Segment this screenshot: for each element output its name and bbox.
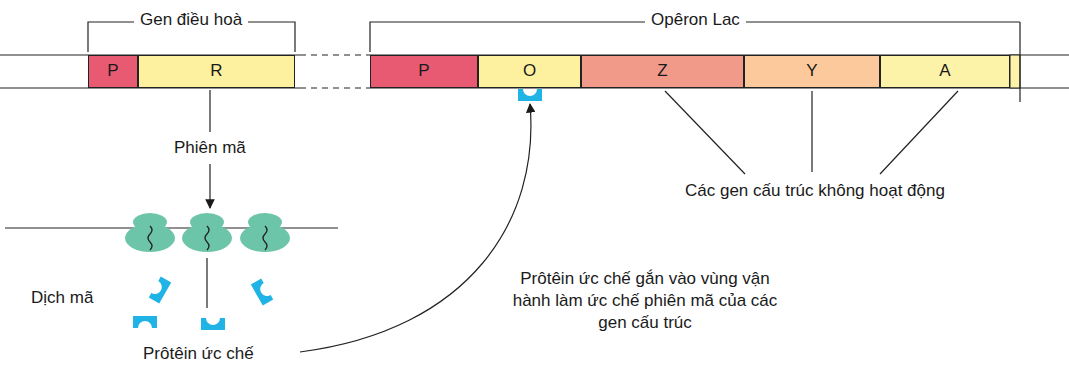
binding-arrow xyxy=(300,104,531,352)
promoter-box: P xyxy=(88,55,138,88)
gene-region-label: A xyxy=(939,61,950,81)
leader-line xyxy=(880,91,958,174)
process-label: Dịch mã xyxy=(31,287,93,309)
ribosome-small xyxy=(248,213,282,231)
ribosome xyxy=(240,213,290,252)
promoter-box: P xyxy=(370,55,478,88)
polypeptide xyxy=(148,226,152,250)
bound-repressor xyxy=(518,89,542,101)
polypeptide xyxy=(205,226,209,250)
ribosome xyxy=(182,213,232,252)
transcription-arrow xyxy=(209,164,210,208)
ribosome-small xyxy=(133,213,167,231)
repressor-protein xyxy=(149,277,171,304)
repressor-protein xyxy=(201,318,225,330)
gene-region-label: P xyxy=(418,61,429,81)
dna-segment xyxy=(1010,55,1020,88)
gene-label: Gen điều hoà xyxy=(134,9,248,31)
gene-status-label: Các gen cấu trúc không hoạt động xyxy=(685,180,945,202)
leader-line xyxy=(665,91,745,174)
dna-strand-dashed xyxy=(300,87,370,88)
mrna-strand xyxy=(5,227,338,228)
structural-gene-box: A xyxy=(880,55,1010,88)
process-label: Phiên mã xyxy=(174,137,246,159)
caption-note: Prôtêin ức chế gắn vào vùng vận hành làm… xyxy=(510,268,780,334)
polypeptide xyxy=(263,226,267,250)
transcription-line xyxy=(209,90,210,132)
gene-region-label: P xyxy=(107,61,118,81)
repressor-protein xyxy=(251,279,273,306)
leader-line xyxy=(811,91,812,172)
repressor-protein xyxy=(133,316,157,328)
structural-gene-box: Z xyxy=(581,55,744,88)
ribosome-small xyxy=(190,213,224,231)
structural-gene-box: Y xyxy=(744,55,880,88)
ribosome xyxy=(125,213,175,252)
gene-region-label: Z xyxy=(657,61,667,81)
operon-label: Opêron Lac xyxy=(645,9,746,31)
translation-line xyxy=(206,258,207,308)
regulator-gene-box: R xyxy=(138,55,295,88)
gene-region-label: O xyxy=(523,61,536,81)
operon-end-line xyxy=(1019,22,1020,102)
gene-region-label: Y xyxy=(806,61,817,81)
dna-strand-dashed xyxy=(300,54,370,55)
gene-region-label: R xyxy=(210,61,222,81)
operator-box: O xyxy=(478,55,581,88)
protein-label: Prôtêin ức chế xyxy=(143,343,254,365)
